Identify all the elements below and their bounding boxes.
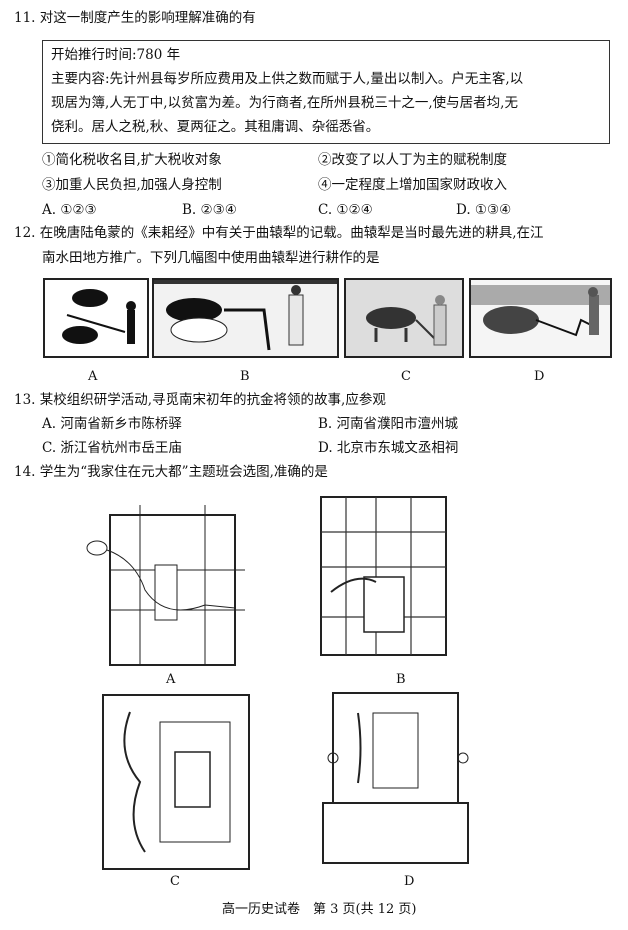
city-map-d — [318, 688, 473, 873]
q13-option-b[interactable]: B. 河南省濮阳市澶州城 — [318, 416, 459, 432]
plough-image-d — [469, 278, 612, 358]
q11-item: ②改变了以人丁为主的赋税制度 — [318, 152, 507, 168]
city-map-a — [85, 500, 255, 670]
q11-option-a[interactable]: A. ①②③ — [42, 202, 97, 218]
q13-option-d[interactable]: D. 北京市东城文丞相祠 — [318, 440, 459, 456]
q11-item: ①简化税收名目,扩大税收对象 — [42, 152, 222, 168]
q11-item: ③加重人民负担,加强人身控制 — [42, 177, 222, 193]
q11-option-d[interactable]: D. ①③④ — [456, 202, 512, 218]
plough-image-c — [344, 278, 464, 358]
image-label-a: A — [88, 369, 98, 384]
box-line: 主要内容:先计州县每岁所应费用及上供之数而赋于人,量出以制入。户无主客,以 — [51, 71, 524, 87]
plough-image-a — [43, 278, 149, 358]
q13-option-a[interactable]: A. 河南省新乡市陈桥驿 — [42, 416, 182, 432]
page-footer: 高一历史试卷 第 3 页(共 12 页) — [222, 902, 417, 917]
map-label-c: C — [170, 874, 180, 889]
map-label-a: A — [166, 672, 176, 687]
q11-option-b[interactable]: B. ②③④ — [182, 202, 237, 218]
q11-item: ④一定程度上增加国家财政收入 — [318, 177, 507, 193]
plough-image-b — [152, 278, 339, 358]
box-line: 现居为簿,人无丁中,以贫富为差。为行商者,在所州县税三十之一,使与居者均,无 — [51, 95, 518, 111]
q11-stem: 11. 对这一制度产生的影响理解准确的有 — [14, 10, 256, 26]
city-map-c — [100, 692, 252, 872]
q11-option-c[interactable]: C. ①②④ — [318, 202, 373, 218]
q12-stem: 12. 在晚唐陆龟蒙的《耒耜经》中有关于曲辕犁的记载。曲辕犁是当时最先进的耕具,… — [14, 225, 544, 241]
map-label-b: B — [396, 672, 406, 687]
image-label-c: C — [401, 369, 411, 384]
map-label-d: D — [404, 874, 415, 889]
image-label-d: D — [534, 369, 545, 384]
q12-stem: 南水田地方推广。下列几幅图中使用曲辕犁进行耕作的是 — [42, 250, 380, 266]
box-line: 开始推行时间:780 年 — [51, 47, 181, 63]
city-map-b — [316, 492, 451, 662]
q11-source-box: 开始推行时间:780 年 主要内容:先计州县每岁所应费用及上供之数而赋于人,量出… — [42, 40, 610, 144]
image-label-b: B — [240, 369, 250, 384]
q14-stem: 14. 学生为“我家住在元大都”主题班会选图,准确的是 — [14, 464, 328, 480]
q13-option-c[interactable]: C. 浙江省杭州市岳王庙 — [42, 440, 182, 456]
q13-stem: 13. 某校组织研学活动,寻觅南宋初年的抗金将领的故事,应参观 — [14, 392, 386, 408]
box-line: 侥利。居人之税,秋、夏两征之。其租庸调、杂徭悉省。 — [51, 119, 380, 135]
